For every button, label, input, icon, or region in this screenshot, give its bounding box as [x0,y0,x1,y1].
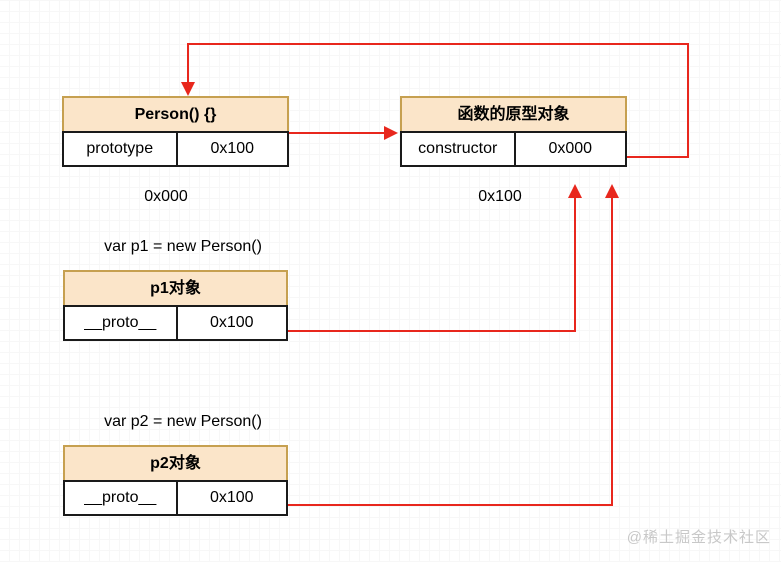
property-value: 0x100 [175,133,288,165]
node-title-person: Person() {} [62,96,289,133]
property-key: __proto__ [84,314,157,331]
arrowhead-right-icon [384,126,398,140]
property-key: __proto__ [84,489,157,506]
node-p1-object: p1对象 __proto__ 0x100 [63,270,288,341]
statement-var-p1: var p1 = new Person() [104,238,262,255]
address-label-person: 0x000 [144,188,188,205]
property-value: 0x000 [513,133,626,165]
property-row: __proto__ 0x100 [63,480,288,516]
property-value: 0x100 [175,307,287,339]
arrowhead-down-icon [181,82,195,96]
watermark: @稀土掘金技术社区 [626,529,771,546]
node-title-p2: p2对象 [63,445,288,482]
arrow-p1-proto-to-proto-object [288,196,576,332]
node-function-prototype-object: 函数的原型对象 constructor 0x000 [400,96,627,167]
property-row: constructor 0x000 [400,131,627,167]
arrow-p2-proto-to-proto-object [288,196,613,506]
node-p2-object: p2对象 __proto__ 0x100 [63,445,288,516]
address-label-prototype-object: 0x100 [478,188,522,205]
node-title-prototype-object: 函数的原型对象 [400,96,627,133]
node-person-function: Person() {} prototype 0x100 [62,96,289,167]
node-title-p1: p1对象 [63,270,288,307]
property-row: __proto__ 0x100 [63,305,288,341]
property-key: prototype [86,140,154,157]
property-value: 0x100 [175,482,287,514]
arrowhead-up-p2-icon [605,184,619,198]
arrowhead-up-p1-icon [568,184,582,198]
property-key: constructor [418,140,498,157]
statement-var-p2: var p2 = new Person() [104,413,262,430]
property-row: prototype 0x100 [62,131,289,167]
